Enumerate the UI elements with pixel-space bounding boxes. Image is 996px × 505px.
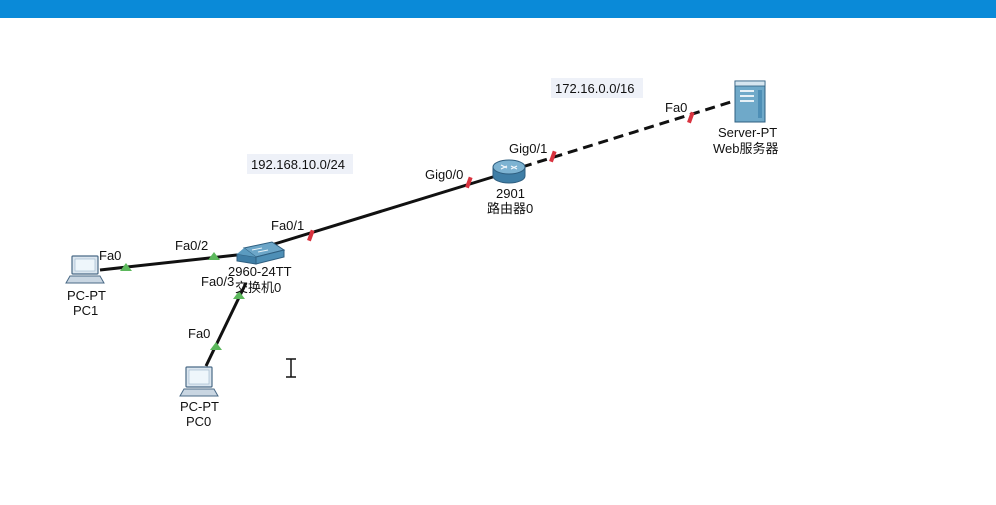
top-toolbar-bar: [0, 0, 996, 18]
network-label-wan: 172.16.0.0/16: [551, 78, 643, 98]
device-model-label: PC-PT: [180, 399, 219, 414]
svg-text:172.16.0.0/16: 172.16.0.0/16: [555, 81, 635, 96]
device-pc0[interactable]: PC-PT PC0: [179, 366, 219, 429]
device-name-label: Web服务器: [713, 141, 779, 156]
port-label-rt-gig0-0: Gig0/0: [425, 167, 463, 182]
port-label-srv-fa0: Fa0: [665, 100, 687, 115]
device-model-label: 2960-24TT: [228, 264, 292, 279]
topology-workspace[interactable]: 192.168.10.0/24 172.16.0.0/16 Fa0 Fa0/2 …: [0, 18, 996, 500]
port-label-sw-fa0-1: Fa0/1: [271, 218, 304, 233]
port-label-rt-gig0-1: Gig0/1: [509, 141, 547, 156]
port-label-pc0-fa0: Fa0: [188, 326, 210, 341]
port-label-sw-fa0-3: Fa0/3: [201, 274, 234, 289]
pc-icon[interactable]: [65, 255, 105, 284]
server-icon[interactable]: [734, 80, 766, 123]
link-switch0-router0[interactable]: [267, 174, 497, 248]
port-indicator-sw-fa0-1: [307, 229, 315, 242]
device-pc1[interactable]: PC-PT PC1: [65, 255, 106, 318]
device-web-server[interactable]: Server-PT Web服务器: [713, 80, 779, 156]
port-indicator-pc0-fa0: [210, 342, 222, 350]
device-name-label: 路由器0: [487, 201, 533, 216]
device-name-label: PC0: [186, 414, 211, 429]
device-router0[interactable]: 2901 路由器0: [487, 159, 533, 216]
device-model-label: PC-PT: [67, 288, 106, 303]
port-indicator-rt-gig0-0: [465, 176, 473, 189]
device-name-label: PC1: [73, 303, 98, 318]
network-label-lan: 192.168.10.0/24: [247, 154, 353, 174]
port-label-pc1-fa0: Fa0: [99, 248, 121, 263]
router-icon[interactable]: [492, 159, 526, 184]
port-indicator-sw-fa0-2: [208, 252, 220, 260]
svg-text:192.168.10.0/24: 192.168.10.0/24: [251, 157, 345, 172]
pc-icon[interactable]: [179, 366, 219, 397]
device-name-label: 交换机0: [235, 280, 281, 295]
port-label-sw-fa0-2: Fa0/2: [175, 238, 208, 253]
link-pc1-switch0[interactable]: [99, 252, 247, 272]
device-model-label: Server-PT: [718, 125, 777, 140]
device-switch0[interactable]: 2960-24TT 交换机0: [228, 241, 292, 295]
switch-icon[interactable]: [236, 241, 286, 265]
port-indicator-sw-fa0-3: [233, 291, 245, 299]
port-indicator-srv-fa0: [687, 111, 695, 124]
text-cursor-icon: [286, 358, 296, 378]
port-indicator-pc1-fa0: [120, 263, 132, 271]
link-router0-server[interactable]: [521, 99, 735, 169]
device-model-label: 2901: [496, 186, 525, 201]
port-indicator-rt-gig0-1: [549, 150, 557, 163]
